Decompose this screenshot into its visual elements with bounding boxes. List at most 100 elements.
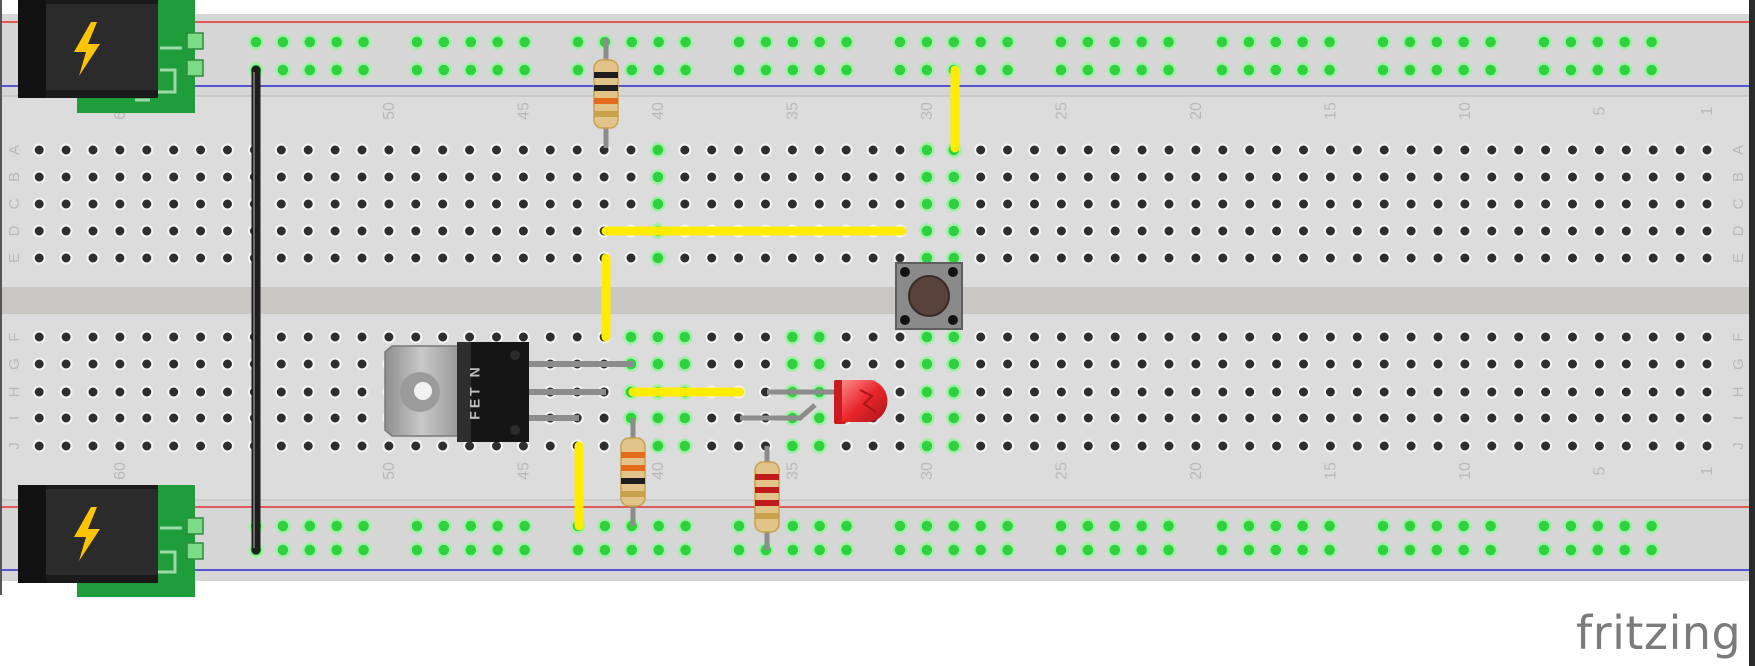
breadboard-hole[interactable]	[677, 356, 693, 372]
breadboard-hole[interactable]	[140, 224, 154, 238]
breadboard-hole[interactable]	[1216, 439, 1230, 453]
breadboard-hole[interactable]	[167, 224, 181, 238]
breadboard-hole[interactable]	[382, 251, 396, 265]
rail-hole[interactable]	[1241, 518, 1257, 534]
breadboard-hole[interactable]	[1297, 411, 1310, 425]
breadboard-hole[interactable]	[1001, 251, 1015, 265]
breadboard-hole[interactable]	[1028, 251, 1041, 265]
breadboard-hole[interactable]	[409, 170, 423, 184]
breadboard-hole[interactable]	[1189, 357, 1203, 371]
rail-hole[interactable]	[1321, 34, 1338, 50]
breadboard-hole[interactable]	[759, 357, 772, 371]
breadboard-hole[interactable]	[974, 224, 988, 238]
breadboard-hole[interactable]	[1485, 224, 1499, 238]
breadboard-hole[interactable]	[1404, 251, 1418, 265]
breadboard-hole[interactable]	[650, 196, 666, 212]
breadboard-hole[interactable]	[59, 170, 73, 184]
breadboard-hole[interactable]	[1458, 439, 1472, 453]
breadboard-hole[interactable]	[86, 411, 100, 425]
breadboard-hole[interactable]	[1108, 385, 1122, 399]
rail-hole[interactable]	[516, 62, 533, 78]
breadboard-hole[interactable]	[463, 439, 477, 453]
breadboard-hole[interactable]	[1243, 197, 1257, 211]
breadboard-hole[interactable]	[759, 197, 772, 211]
breadboard-hole[interactable]	[1539, 197, 1553, 211]
rail-hole[interactable]	[1455, 62, 1472, 78]
breadboard-hole[interactable]	[516, 224, 530, 238]
breadboard-hole[interactable]	[1512, 197, 1526, 211]
breadboard-hole[interactable]	[1162, 251, 1176, 265]
breadboard-hole[interactable]	[597, 170, 611, 184]
breadboard-hole[interactable]	[1081, 439, 1095, 453]
breadboard-hole[interactable]	[543, 143, 557, 157]
breadboard-hole[interactable]	[1028, 143, 1041, 157]
breadboard-hole[interactable]	[86, 197, 100, 211]
breadboard-hole[interactable]	[678, 251, 692, 265]
breadboard-hole[interactable]	[221, 224, 234, 238]
rail-hole[interactable]	[1294, 518, 1311, 534]
rail-hole[interactable]	[624, 34, 640, 50]
breadboard-hole[interactable]	[409, 251, 423, 265]
breadboard-hole[interactable]	[1243, 411, 1257, 425]
rail-hole[interactable]	[892, 518, 908, 534]
rail-hole[interactable]	[1214, 34, 1230, 50]
breadboard-hole[interactable]	[974, 143, 988, 157]
rail-hole[interactable]	[1321, 518, 1338, 534]
breadboard-hole[interactable]	[1270, 385, 1284, 399]
rail-hole[interactable]	[1563, 518, 1579, 534]
breadboard-hole[interactable]	[759, 143, 772, 157]
breadboard-hole[interactable]	[1216, 170, 1230, 184]
rail-hole[interactable]	[731, 62, 747, 78]
rail-hole[interactable]	[570, 34, 586, 50]
rail-hole[interactable]	[436, 542, 452, 558]
breadboard-hole[interactable]	[866, 357, 880, 371]
rail-hole[interactable]	[597, 518, 613, 534]
breadboard-hole[interactable]	[355, 197, 369, 211]
breadboard-hole[interactable]	[32, 251, 46, 265]
breadboard-hole[interactable]	[1028, 411, 1041, 425]
rail-hole[interactable]	[1080, 62, 1096, 78]
breadboard-hole[interactable]	[355, 357, 369, 371]
breadboard-hole[interactable]	[839, 170, 853, 184]
breadboard-hole[interactable]	[1216, 330, 1230, 344]
rail-hole[interactable]	[489, 34, 506, 50]
rail-hole[interactable]	[999, 62, 1016, 78]
breadboard-hole[interactable]	[1270, 143, 1284, 157]
rail-hole[interactable]	[355, 62, 372, 78]
breadboard-hole[interactable]	[1108, 143, 1122, 157]
breadboard-hole[interactable]	[570, 330, 584, 344]
breadboard-hole[interactable]	[1512, 224, 1526, 238]
rail-hole[interactable]	[731, 518, 747, 534]
breadboard-hole[interactable]	[301, 170, 315, 184]
breadboard-hole[interactable]	[543, 224, 557, 238]
breadboard-hole[interactable]	[812, 197, 826, 211]
breadboard-hole[interactable]	[839, 330, 853, 344]
breadboard-hole[interactable]	[705, 411, 719, 425]
rail-hole[interactable]	[1590, 34, 1606, 50]
rail-hole[interactable]	[409, 542, 425, 558]
rail-hole[interactable]	[811, 518, 828, 534]
breadboard-hole[interactable]	[1592, 224, 1606, 238]
breadboard-hole[interactable]	[732, 330, 746, 344]
breadboard-hole[interactable]	[382, 170, 396, 184]
breadboard-hole[interactable]	[301, 224, 315, 238]
breadboard-hole[interactable]	[1592, 143, 1606, 157]
breadboard-hole[interactable]	[1135, 357, 1149, 371]
breadboard-hole[interactable]	[1700, 357, 1714, 371]
rail-hole[interactable]	[1321, 62, 1338, 78]
breadboard-hole[interactable]	[355, 385, 369, 399]
rail-hole[interactable]	[892, 62, 908, 78]
breadboard-hole[interactable]	[463, 224, 477, 238]
breadboard-hole[interactable]	[1243, 170, 1257, 184]
breadboard-hole[interactable]	[1377, 385, 1391, 399]
breadboard-hole[interactable]	[355, 439, 369, 453]
breadboard-hole[interactable]	[732, 357, 746, 371]
rail-hole[interactable]	[355, 542, 372, 558]
breadboard-hole[interactable]	[1028, 224, 1041, 238]
breadboard-hole[interactable]	[812, 143, 826, 157]
breadboard-hole[interactable]	[1162, 143, 1176, 157]
breadboard-hole[interactable]	[1431, 224, 1445, 238]
rail-hole[interactable]	[570, 542, 586, 558]
breadboard-hole[interactable]	[1081, 251, 1095, 265]
breadboard-hole[interactable]	[919, 223, 935, 239]
